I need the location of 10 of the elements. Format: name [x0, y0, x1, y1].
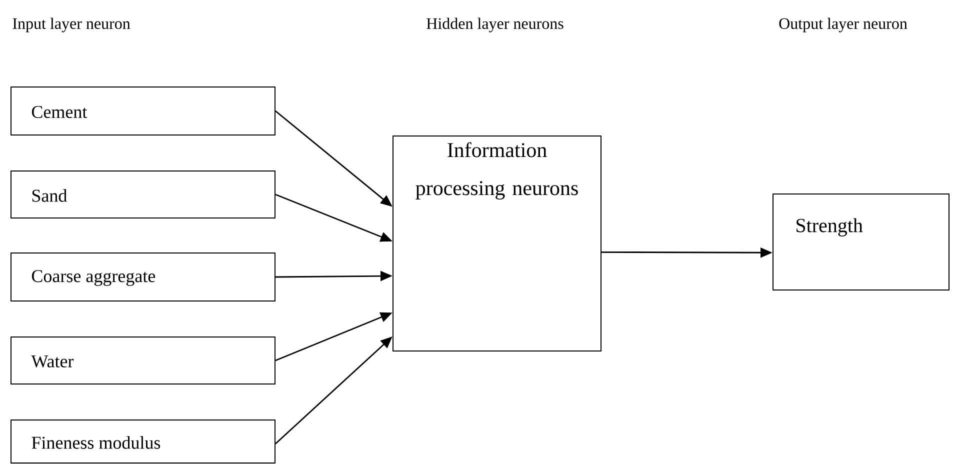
input-box: Cement [10, 86, 276, 136]
input-box: Sand [10, 170, 276, 218]
column-heading: Hidden layer neurons [426, 18, 564, 32]
column-heading: Output layer neuron [779, 18, 908, 32]
processing-box: Information processing neurons [392, 136, 602, 352]
input-box: Fineness modulus [10, 420, 276, 464]
input-box: Water [10, 336, 276, 384]
column-heading: Input layer neuron [12, 18, 130, 32]
output-box: Strength [772, 194, 950, 290]
input-box: Coarse aggregate [10, 252, 276, 302]
